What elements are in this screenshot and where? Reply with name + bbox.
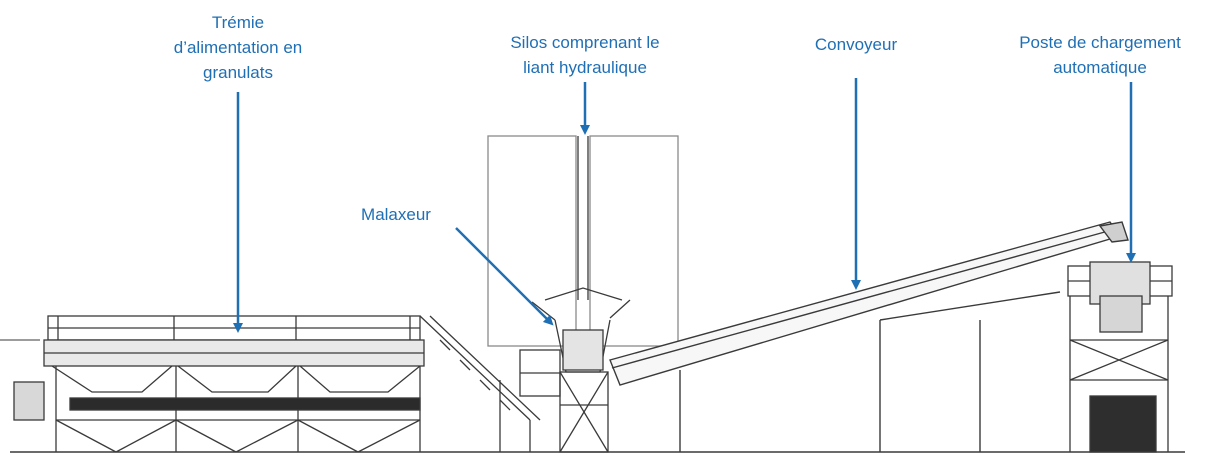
tremie-label: Trémie d’alimentation en granulats xyxy=(150,10,326,85)
poste-label-line-1: Poste de chargement xyxy=(1019,33,1181,52)
pointer-arrows xyxy=(233,78,1136,333)
hopper-structure xyxy=(13,315,541,453)
silos-structure xyxy=(487,135,679,347)
silos-label-line-2: liant hydraulique xyxy=(523,58,647,77)
conveyor-structure xyxy=(609,221,1129,452)
malaxeur-label: Malaxeur xyxy=(348,202,444,227)
poste-label: Poste de chargement automatique xyxy=(1000,30,1200,80)
convoyeur-label: Convoyeur xyxy=(796,32,916,57)
convoyeur-label-line-1: Convoyeur xyxy=(814,35,898,54)
silos-label-line-1: Silos comprenant le xyxy=(510,33,660,52)
tremie-label-line-1: Trémie xyxy=(211,13,265,32)
malaxeur-arrow xyxy=(455,227,554,326)
silos-label: Silos comprenant le liant hydraulique xyxy=(465,30,705,80)
loading-station-structure xyxy=(1067,261,1173,453)
tremie-label-line-2: d’alimentation en xyxy=(173,38,303,57)
tremie-label-line-3: granulats xyxy=(203,63,273,82)
malaxeur-label-line-1: Malaxeur xyxy=(361,205,431,224)
poste-label-line-2: automatique xyxy=(1053,58,1147,77)
